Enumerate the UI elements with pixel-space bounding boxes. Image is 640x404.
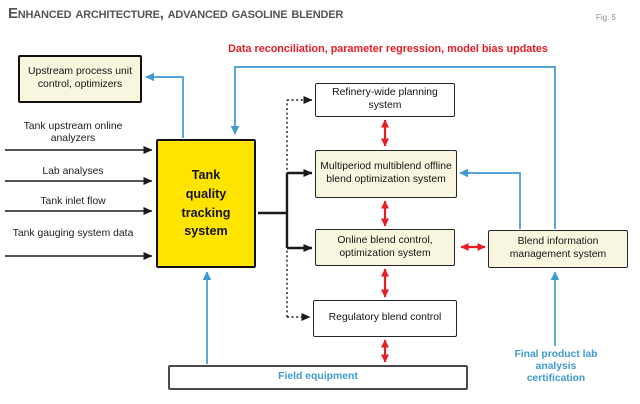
box-field-equipment: Field equipment bbox=[168, 365, 468, 390]
input-label-lab-analyses: Lab analyses bbox=[42, 166, 104, 177]
box-online-blend-control: Online blend control, optimization syste… bbox=[315, 229, 455, 266]
box-refinery-wide-planning: Refinery-wide planning system bbox=[315, 83, 455, 117]
line-tank-output-branch bbox=[258, 173, 289, 248]
figure-title: Enhanced architecture, advanced gasoline… bbox=[8, 5, 344, 22]
annotation-data-reconciliation: Data reconciliation, parameter regressio… bbox=[228, 43, 548, 55]
box-tank-quality-tracking-system: Tank quality tracking system bbox=[156, 139, 256, 268]
arrow-blendinfo-to-multiperiod bbox=[459, 168, 521, 229]
input-label-tank-upstream-analyzers: Tank upstream online analyzers bbox=[23, 121, 123, 145]
figure-number: Fig. 5 bbox=[596, 13, 617, 22]
input-label-tank-inlet-flow: Tank inlet flow bbox=[40, 196, 106, 207]
input-label-tank-gauging-data: Tank gauging system data bbox=[12, 228, 134, 239]
box-multiperiod-multiblend-optimization: Multiperiod multiblend offline blend opt… bbox=[315, 150, 457, 198]
annotation-final-product-certification: Final product lab analysis certification bbox=[514, 349, 598, 385]
box-upstream-process-control: Upstream process unit control, optimizer… bbox=[18, 55, 142, 103]
arrow-tank-to-upstream bbox=[145, 72, 184, 138]
box-blend-information-management: Blend information management system bbox=[488, 230, 628, 268]
box-regulatory-blend-control: Regulatory blend control bbox=[313, 300, 457, 337]
